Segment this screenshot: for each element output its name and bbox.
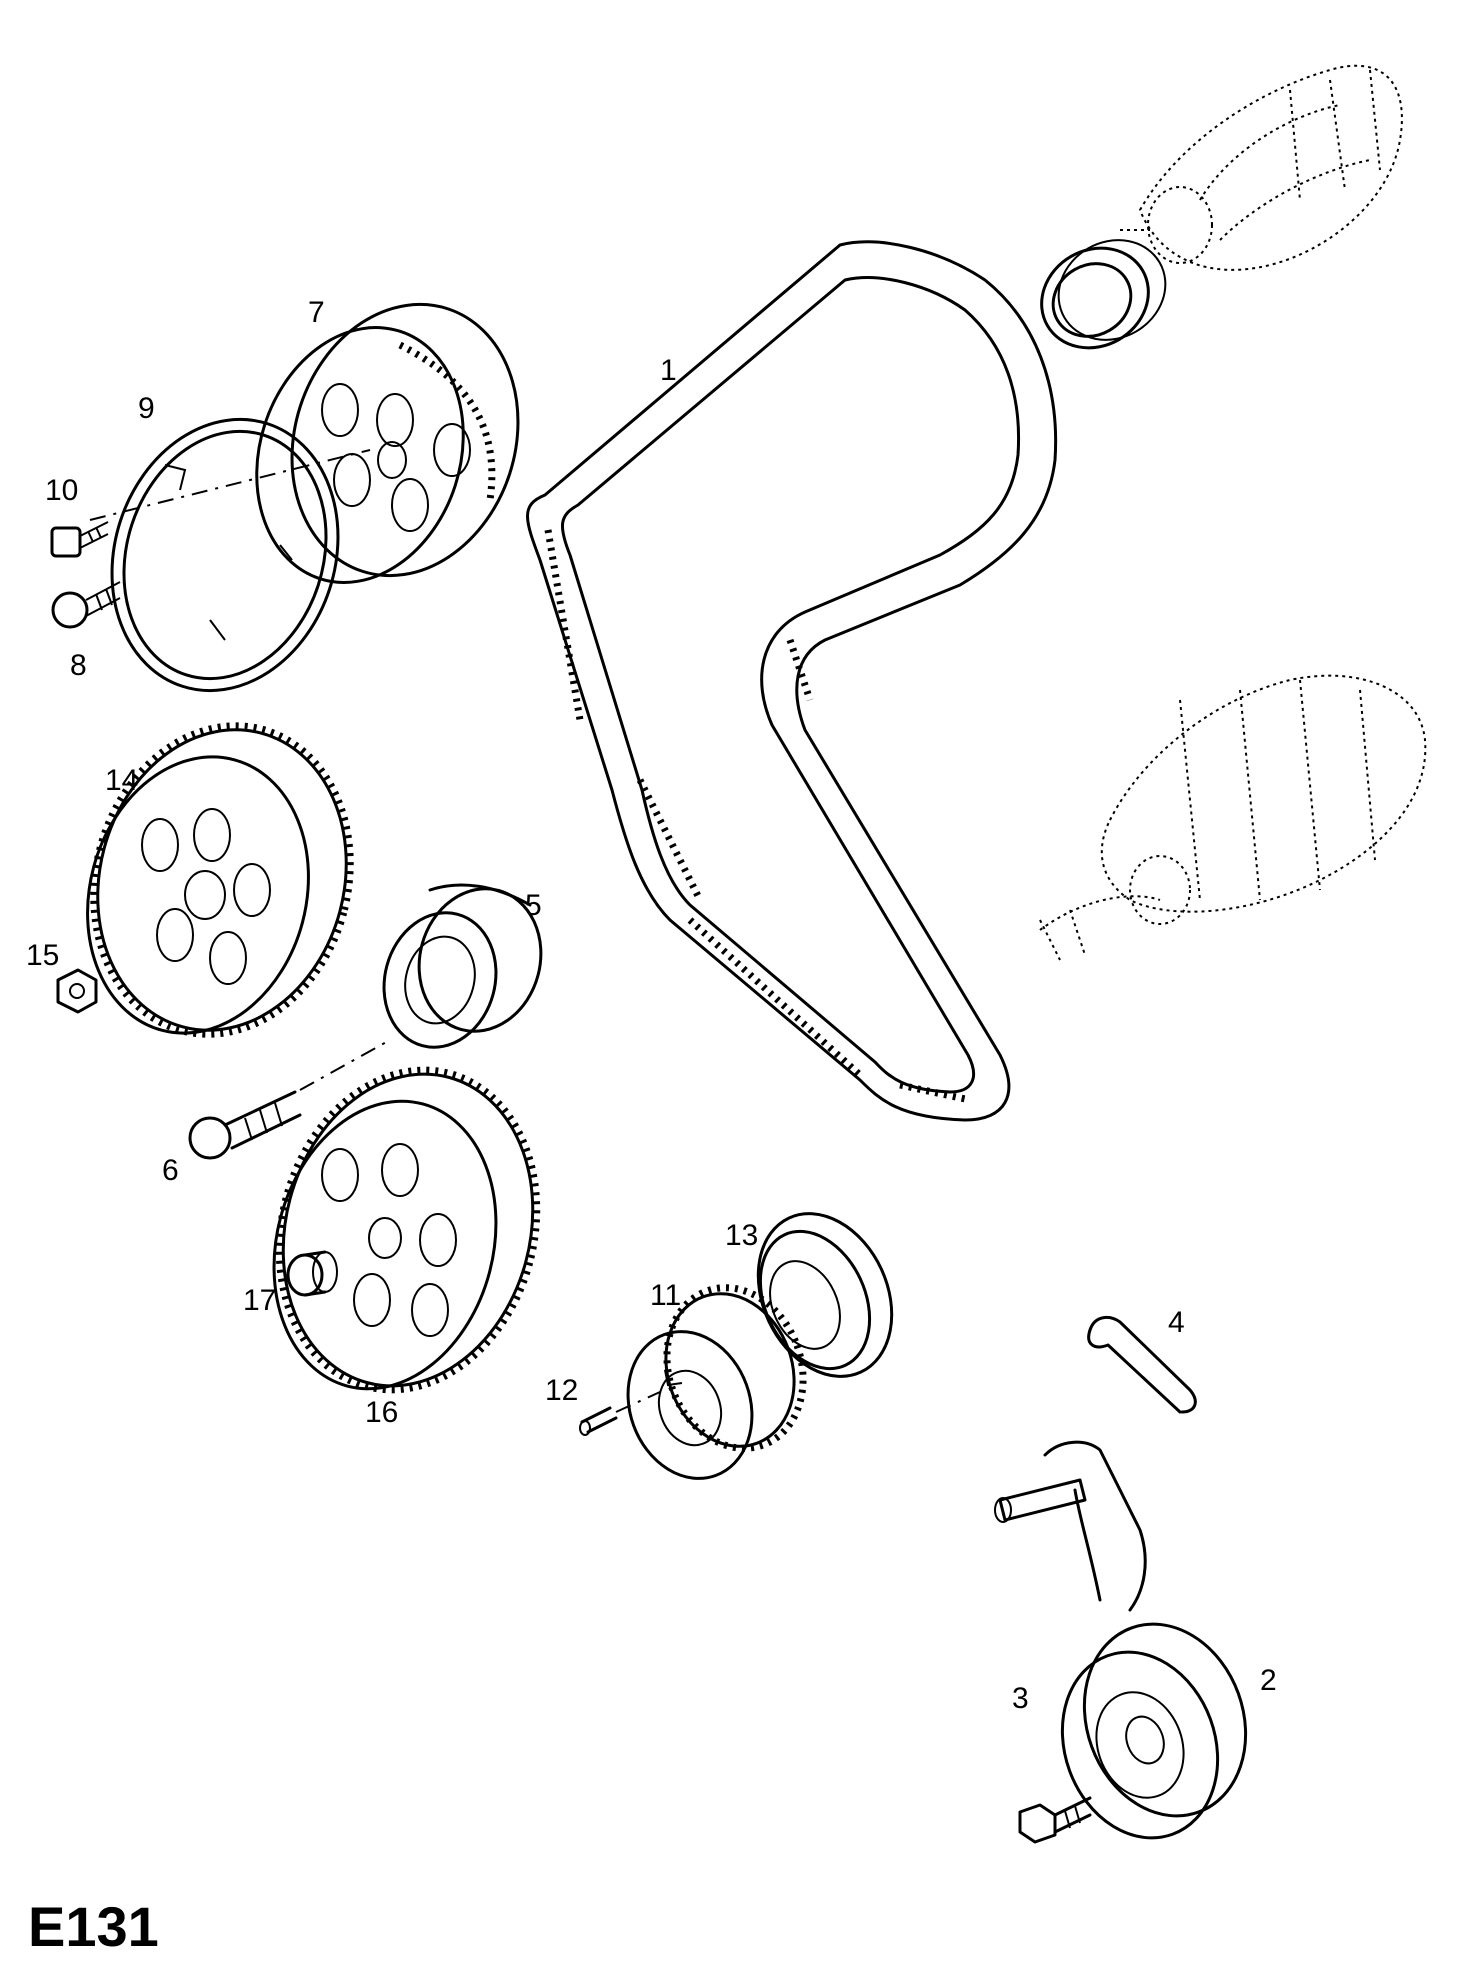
callout-3: 3: [1012, 1682, 1029, 1715]
roller-bolt: [188, 1090, 302, 1160]
ring-washer: [756, 1212, 894, 1378]
shaft-seal-ring: [1040, 239, 1167, 350]
nut: [56, 968, 98, 1014]
callout-13: 13: [725, 1219, 758, 1252]
callout-6: 6: [162, 1154, 179, 1187]
idler-roller: [299, 883, 543, 1091]
drive-sprocket: [272, 1066, 541, 1394]
callout-10: 10: [45, 474, 78, 507]
callout-16: 16: [365, 1396, 398, 1429]
stud: [286, 1250, 338, 1297]
bolt-8: [51, 581, 121, 629]
callout-5: 5: [525, 889, 542, 922]
callout-8: 8: [70, 649, 87, 682]
pump-sprocket: [86, 722, 354, 1038]
crankshaft-sprocket: [626, 1284, 807, 1480]
callout-11: 11: [650, 1279, 681, 1312]
callout-14: 14: [105, 764, 138, 797]
callout-17: 17: [243, 1284, 276, 1317]
camshaft-sprocket: [255, 302, 520, 584]
diagram-code: E131: [28, 1895, 159, 1958]
tensioner-pulley: [994, 1440, 1248, 1840]
callout-12: 12: [545, 1374, 578, 1407]
crankshaft-end-sketch: [1039, 674, 1427, 961]
camshaft-end-sketch: [1120, 64, 1403, 271]
callout-9: 9: [138, 392, 155, 425]
callout-7: 7: [308, 296, 325, 329]
callout-1: 1: [660, 354, 677, 387]
sensor-plate: [89, 417, 371, 693]
callout-4: 4: [1168, 1306, 1185, 1339]
timing-belt: [526, 240, 1058, 1122]
bolt-10: [50, 521, 109, 558]
callout-15: 15: [26, 939, 59, 972]
key-pin: [579, 1391, 661, 1436]
callout-2: 2: [1260, 1664, 1277, 1697]
tensioner-spring-clip: [1087, 1316, 1197, 1414]
tensioner-bolt: [1018, 1796, 1092, 1844]
